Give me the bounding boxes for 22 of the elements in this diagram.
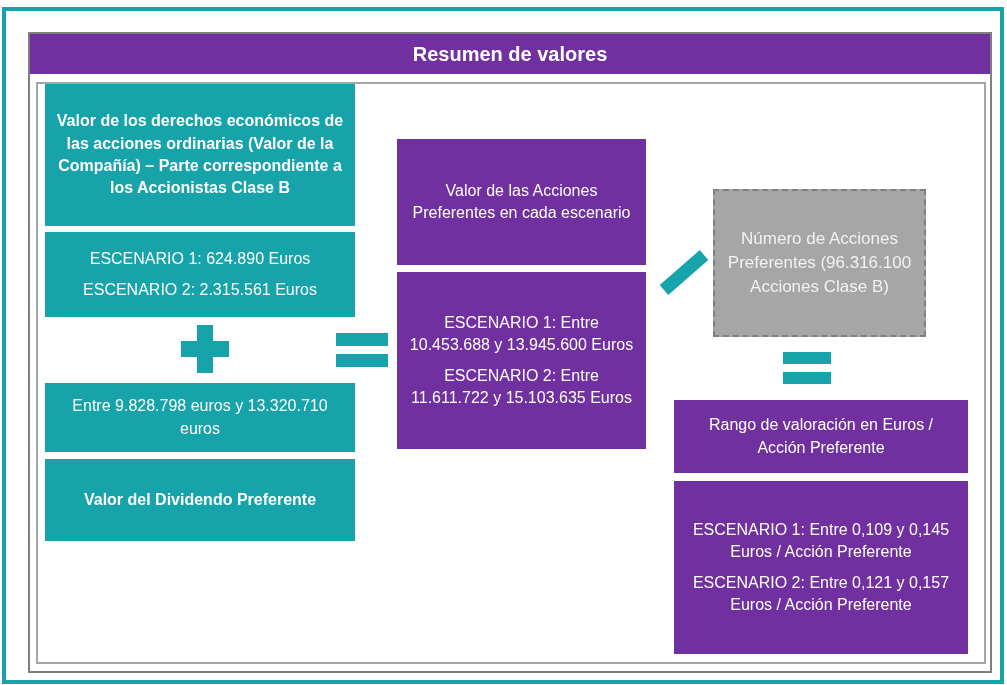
- box-text: ESCENARIO 1: 624.890 Euros: [89, 249, 311, 270]
- box-text: Número de Acciones Preferentes (96.316.100 Acciones Clase B): [726, 228, 913, 298]
- box-text: ESCENARIO 2: Entre 11.611.722 y 15.103.635 Euros: [410, 365, 633, 408]
- box-text: ESCENARIO 2: 2.315.561 Euros: [83, 279, 317, 300]
- text-box: [397, 272, 646, 449]
- box-text: Rango de valoración en Euros / Acción Preferente: [707, 415, 935, 458]
- text-box: [45, 232, 355, 317]
- box-text: ESCENARIO 1: Entre 10.453.688 y 13.945.600 Euros: [408, 312, 635, 356]
- text-box: [45, 84, 355, 226]
- dashed-box: [713, 189, 926, 337]
- text-box: [674, 400, 968, 473]
- box-text: Entre 9.828.798 euros y 13.320.710 euros: [71, 396, 329, 439]
- text-box: [45, 459, 355, 541]
- box-text: ESCENARIO 2: Entre 0,121 y 0,157 Euros / Acción Preferente: [691, 572, 951, 615]
- text-box: [397, 139, 646, 265]
- title-band: Resumen de valores: [30, 34, 990, 74]
- box-text: Valor de las Acciones Preferentes en cada escenario: [411, 180, 632, 223]
- text-box: [45, 383, 355, 452]
- box-text: Valor del Dividendo Preferente: [83, 489, 317, 510]
- text-box: [674, 481, 968, 654]
- box-text: ESCENARIO 1: Entre 0,109 y 0,145 Euros / Acción Preferente: [691, 519, 951, 563]
- box-text: Valor de los derechos económicos de las acciones ordinarias (Valor de la Compañía) – Parte correspondiente a los Accionistas Clase B: [55, 111, 345, 199]
